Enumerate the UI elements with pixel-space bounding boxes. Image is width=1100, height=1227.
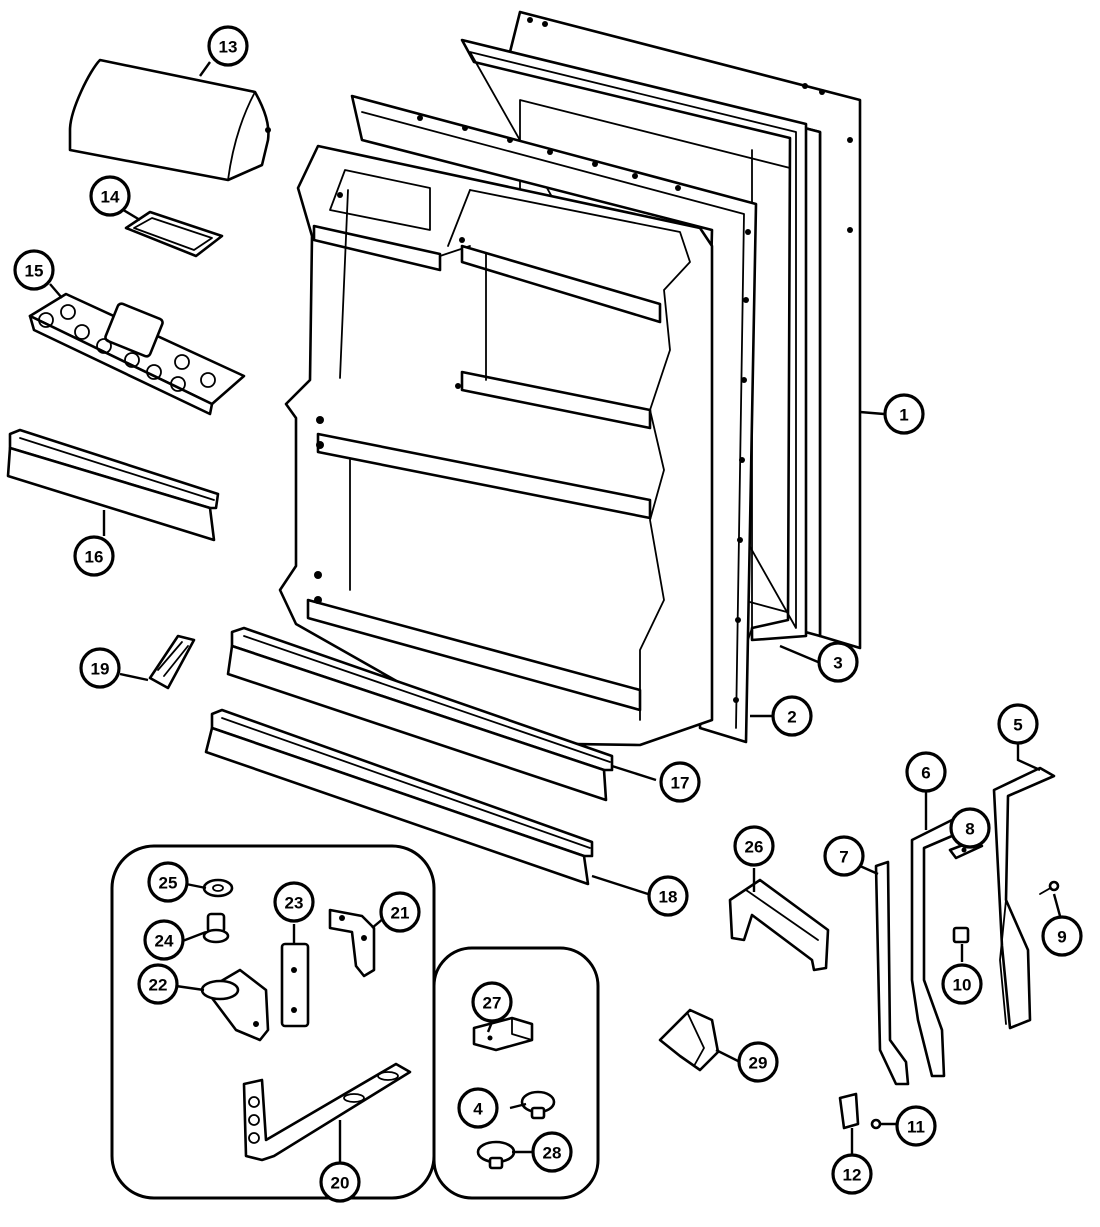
svg-text:4: 4 (473, 1100, 483, 1119)
shelf-bar-upper (6, 428, 220, 542)
svg-text:22: 22 (149, 976, 168, 995)
svg-text:6: 6 (921, 764, 930, 783)
shelf-bar-lower (204, 708, 594, 886)
egg-tray (28, 292, 246, 416)
svg-text:21: 21 (391, 904, 410, 923)
callout-3: 3 (817, 641, 859, 683)
door-handle (728, 878, 830, 972)
svg-text:23: 23 (285, 894, 304, 913)
callout-15: 15 (13, 249, 55, 291)
callout-24: 24 (143, 919, 185, 961)
svg-text:9: 9 (1057, 928, 1066, 947)
svg-text:19: 19 (91, 660, 110, 679)
svg-text:5: 5 (1013, 716, 1022, 735)
svg-text:29: 29 (749, 1054, 768, 1073)
callout-9: 9 (1041, 915, 1083, 957)
svg-text:10: 10 (953, 976, 972, 995)
parts-group-left (110, 844, 436, 1200)
callout-27: 27 (471, 981, 513, 1023)
dairy-door (68, 58, 271, 182)
butter-dish (124, 210, 224, 258)
door-stop (658, 1008, 720, 1072)
callout-4: 4 (457, 1087, 499, 1129)
svg-text:8: 8 (965, 820, 974, 839)
svg-text:20: 20 (331, 1174, 350, 1193)
callout-18: 18 (647, 875, 689, 917)
callout-21: 21 (379, 891, 421, 933)
callout-23: 23 (273, 881, 315, 923)
callout-6: 6 (905, 751, 947, 793)
callout-19: 19 (79, 647, 121, 689)
callout-29: 29 (737, 1041, 779, 1083)
svg-text:2: 2 (787, 708, 796, 727)
callout-1: 1 (883, 393, 925, 435)
svg-text:24: 24 (155, 932, 174, 951)
svg-text:25: 25 (159, 874, 178, 893)
callout-13: 13 (207, 25, 249, 67)
callout-10: 10 (941, 963, 983, 1005)
svg-text:13: 13 (219, 38, 238, 57)
callout-12: 12 (831, 1153, 873, 1195)
svg-text:26: 26 (745, 838, 764, 857)
callout-5: 5 (997, 703, 1039, 745)
svg-text:15: 15 (25, 262, 44, 281)
svg-text:11: 11 (907, 1118, 925, 1137)
callout-28: 28 (531, 1131, 573, 1173)
callout-7: 7 (823, 835, 865, 877)
callout-16: 16 (73, 535, 115, 577)
svg-text:12: 12 (843, 1166, 862, 1185)
svg-text:16: 16 (85, 548, 104, 567)
door-liner (278, 94, 758, 747)
hinge-left (874, 860, 910, 1086)
callout-25: 25 (147, 861, 189, 903)
callout-2: 2 (771, 695, 813, 737)
callout-14: 14 (89, 175, 131, 217)
svg-text:3: 3 (833, 654, 842, 673)
svg-text:18: 18 (659, 888, 678, 907)
clip-cover (838, 1092, 860, 1130)
svg-text:1: 1 (899, 406, 908, 425)
callout-11: 11 (895, 1105, 937, 1147)
callout-17: 17 (659, 761, 701, 803)
parts-group-right (432, 946, 600, 1200)
screw (1039, 880, 1060, 895)
callout-20: 20 (319, 1161, 361, 1203)
svg-text:7: 7 (839, 848, 848, 867)
hinge-right (992, 766, 1056, 1030)
svg-text:14: 14 (101, 188, 120, 207)
bushing (952, 926, 970, 944)
shelf-clip (148, 634, 196, 690)
callout-22: 22 (137, 963, 179, 1005)
screw-small (870, 1118, 882, 1130)
shelf-bar-middle (226, 626, 614, 802)
svg-text:28: 28 (543, 1144, 562, 1163)
callout-8: 8 (949, 807, 991, 849)
svg-text:27: 27 (483, 994, 502, 1013)
callout-26: 26 (733, 825, 775, 867)
svg-text:17: 17 (671, 774, 690, 793)
